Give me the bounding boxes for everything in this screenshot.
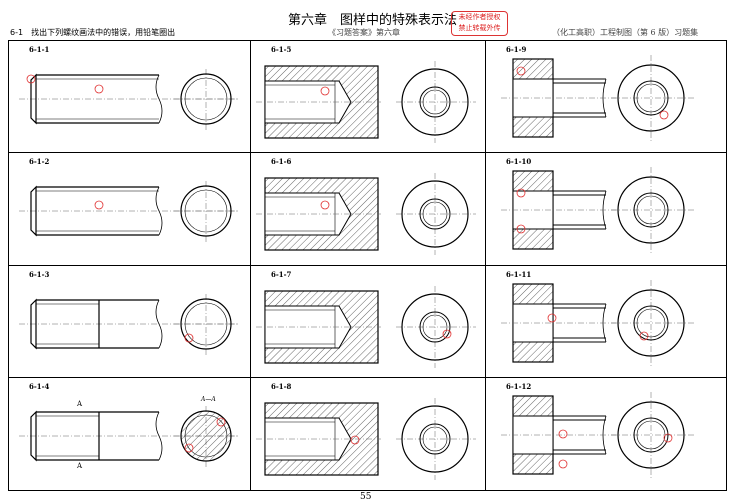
section-mark: A — [77, 399, 83, 408]
thread-drawing — [256, 285, 476, 368]
error-mark — [442, 329, 452, 338]
exercise-cell: 6-1-9 — [486, 41, 726, 154]
exercise-label: 6-1-9 — [506, 45, 527, 54]
exercise-cell: 6-1-6 — [251, 153, 486, 266]
error-mark — [350, 435, 360, 445]
thread-drawing — [19, 181, 239, 244]
stamp-line: 未经作者授权 — [458, 13, 501, 21]
error-mark — [94, 200, 104, 210]
exercise-label: 6-1-10 — [506, 157, 532, 167]
error-mark — [558, 459, 568, 469]
error-mark — [516, 188, 526, 198]
error-mark — [184, 443, 194, 453]
page-number: 55 — [360, 492, 372, 502]
exercise-label: 6-1-7 — [271, 269, 292, 279]
exercise-cell: 6-1-3 — [9, 265, 251, 378]
thread-drawing — [501, 391, 696, 478]
error-mark — [94, 84, 104, 94]
stamp-line: 禁止转载外传 — [458, 24, 501, 32]
error-mark — [547, 313, 557, 322]
header-right: （化工高职）工程制图（第 6 版）习题集 — [552, 28, 699, 37]
thread-drawing — [256, 173, 476, 256]
chapter-title: 第六章 图样中的特殊表示法 — [288, 13, 458, 28]
exercise-cell: 6-1-7 — [251, 265, 486, 378]
error-mark — [639, 331, 649, 340]
section-label: A—A — [201, 395, 216, 403]
exercise-label: 6-1-11 — [506, 269, 532, 279]
exercise-label: 6-1-8 — [271, 381, 292, 391]
exercise-label: 6-1-1 — [29, 45, 50, 54]
thread-drawing — [19, 69, 239, 131]
section-mark: A — [77, 461, 83, 470]
thread-drawing — [256, 61, 476, 143]
thread-drawing — [19, 405, 239, 468]
thread-drawing — [501, 167, 696, 254]
copyright-stamp: 未经作者授权禁止转载外传 — [451, 11, 508, 36]
thread-drawing — [256, 397, 476, 480]
exercise-cell: 6-1-12 — [486, 378, 726, 490]
exercise-label: 6-1-6 — [271, 157, 292, 167]
error-mark — [320, 200, 330, 210]
header-center: 《习题答案》第六章 — [328, 28, 400, 37]
error-mark — [184, 333, 194, 342]
error-mark — [558, 429, 568, 439]
error-mark — [663, 433, 673, 443]
error-mark — [320, 86, 330, 96]
exercise-cell: 6-1-1 — [9, 41, 251, 154]
thread-drawing — [19, 293, 239, 356]
exercise-cell: 6-1-2 — [9, 153, 251, 266]
error-mark — [26, 74, 36, 84]
error-mark — [516, 224, 526, 234]
error-mark — [516, 66, 526, 76]
exercise-cell: 6-1-8 — [251, 377, 486, 490]
exercise-cell: 6-1-11 — [486, 266, 726, 378]
thread-drawing — [501, 55, 696, 141]
thread-drawing — [501, 279, 696, 366]
error-mark — [216, 417, 226, 427]
exercise-cell: 6-1-10 — [486, 153, 726, 266]
exercise-label: 6-1-4 — [29, 381, 50, 391]
exercise-label: 6-1-2 — [29, 157, 50, 167]
error-mark — [659, 110, 669, 120]
exercise-label: 6-1-5 — [271, 45, 292, 54]
exercise-instruction: 6-1 找出下列螺纹画法中的错误，用铅笔圈出 — [10, 28, 176, 37]
exercise-cell: 6-1-5 — [251, 41, 486, 154]
exercise-grid: 6-1-1 6-1-5 6-1-9 6-1-2 6-1-6 6-1-10 6-1-3 6-1-… — [8, 40, 727, 491]
exercise-label: 6-1-12 — [506, 381, 532, 391]
exercise-label: 6-1-3 — [29, 269, 50, 279]
